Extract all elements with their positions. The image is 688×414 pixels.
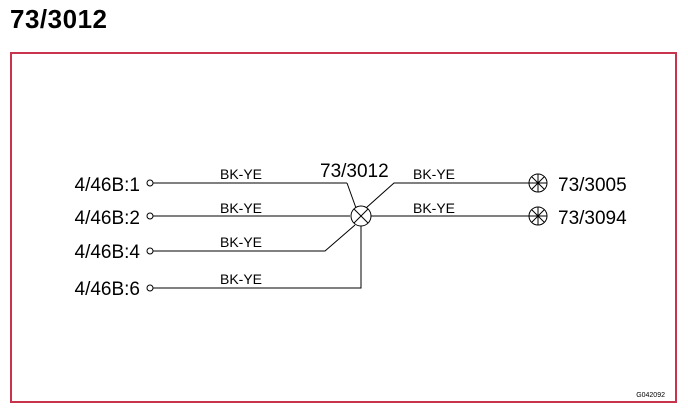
- left-connector-1: 4/46B:1: [75, 175, 141, 196]
- wire-label-2: BK-YE: [220, 200, 262, 216]
- splice-label: 73/3012: [320, 161, 389, 182]
- diagram-frame: [10, 52, 677, 403]
- wire-label-5: BK-YE: [413, 166, 455, 182]
- pin-4: [146, 247, 154, 255]
- component-symbol-2: [528, 206, 548, 226]
- component-symbol-1: [528, 173, 548, 193]
- pin-6: [146, 284, 154, 292]
- right-component-1: 73/3005: [558, 175, 627, 196]
- pin-2: [146, 212, 154, 220]
- left-connector-3: 4/46B:4: [75, 242, 141, 263]
- figure-id: G042092: [636, 392, 665, 399]
- wire-label-6: BK-YE: [413, 200, 455, 216]
- right-component-2: 73/3094: [558, 208, 627, 229]
- wire-1-bend: [346, 182, 357, 209]
- wire-label-3: BK-YE: [220, 234, 262, 250]
- wire-6: [153, 226, 362, 289]
- splice-symbol: [350, 205, 372, 227]
- wire-label-4: BK-YE: [220, 271, 262, 287]
- wire-4: [153, 224, 356, 252]
- left-connector-4: 4/46B:6: [75, 279, 141, 300]
- wire-out-1: [365, 182, 530, 209]
- page-title: 73/3012: [10, 4, 108, 34]
- pin-1: [146, 179, 154, 187]
- wire-label-1: BK-YE: [220, 166, 262, 182]
- left-connector-2: 4/46B:2: [75, 208, 141, 229]
